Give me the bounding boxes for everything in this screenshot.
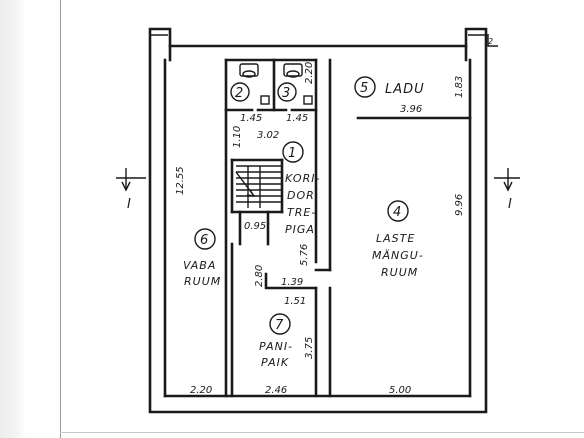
dim-vaba-width: 2.20 [190, 385, 212, 396]
dim-wc-block-width: 3.02 [257, 130, 279, 141]
room-1-name-line-4: PIGA [285, 223, 315, 236]
dim-corridor-length: 5.76 [299, 244, 310, 266]
room-number-circles [194, 76, 409, 335]
dim-wc3-width: 1.45 [286, 113, 308, 124]
outer-walls: 2 [148, 27, 498, 414]
room-7-name-line-1: PANI- [259, 340, 293, 353]
room-1-name-line-2: DOR [287, 189, 315, 202]
room-6-name-line-1: VABA [183, 259, 216, 272]
room-7-number: 7 [275, 318, 284, 333]
scanned-page-edge [0, 0, 26, 438]
frame-line-bottom [60, 432, 584, 433]
dim-laste-height: 9.96 [454, 194, 465, 216]
room-1-name-line-1: KORI- [285, 172, 320, 185]
room-2-number: 2 [235, 86, 243, 101]
section-markers: I I [116, 168, 520, 212]
room-5-name: LADU [385, 82, 425, 97]
dim-pani-width: 2.46 [265, 385, 287, 396]
inner-walls [163, 58, 472, 398]
dim-ladu-height: 1.83 [454, 76, 465, 98]
room-7-name-line-2: PAIK [261, 356, 289, 369]
staircase [235, 165, 282, 208]
room-4-name-line-1: LASTE [376, 232, 415, 245]
dim-stair-width: 0.95 [244, 221, 266, 232]
room-6-number: 6 [200, 233, 208, 248]
room-4-number: 4 [393, 205, 401, 220]
svg-text:2: 2 [488, 37, 493, 46]
dim-wc-height: 2.20 [304, 62, 315, 84]
section-mark-right: I [508, 197, 512, 212]
section-mark-left: I [127, 197, 131, 212]
room-1-number: 1 [288, 146, 296, 161]
room-4-name-line-3: RUUM [381, 266, 418, 279]
dim-pani-left-height: 2.80 [254, 265, 265, 287]
dim-total-height: 12.55 [175, 166, 186, 195]
dim-wc-door-offset: 1.10 [232, 126, 243, 148]
dim-wc2-width: 1.45 [240, 113, 262, 124]
dim-pani-inner-width: 1.51 [284, 296, 306, 307]
toilet-fixtures [239, 63, 313, 105]
room-1-name-line-3: TRE- [287, 206, 316, 219]
frame-line [60, 0, 61, 438]
dim-laste-width: 5.00 [389, 385, 411, 396]
room-5-number: 5 [360, 81, 368, 96]
room-3-number: 3 [282, 86, 290, 101]
dim-pani-top-width: 1.39 [281, 277, 303, 288]
dim-ladu-width: 3.96 [400, 104, 422, 115]
room-4-name-line-2: MÄNGU- [372, 249, 424, 262]
room-6-name-line-2: RUUM [184, 275, 221, 288]
dim-pani-height: 3.75 [304, 337, 315, 359]
